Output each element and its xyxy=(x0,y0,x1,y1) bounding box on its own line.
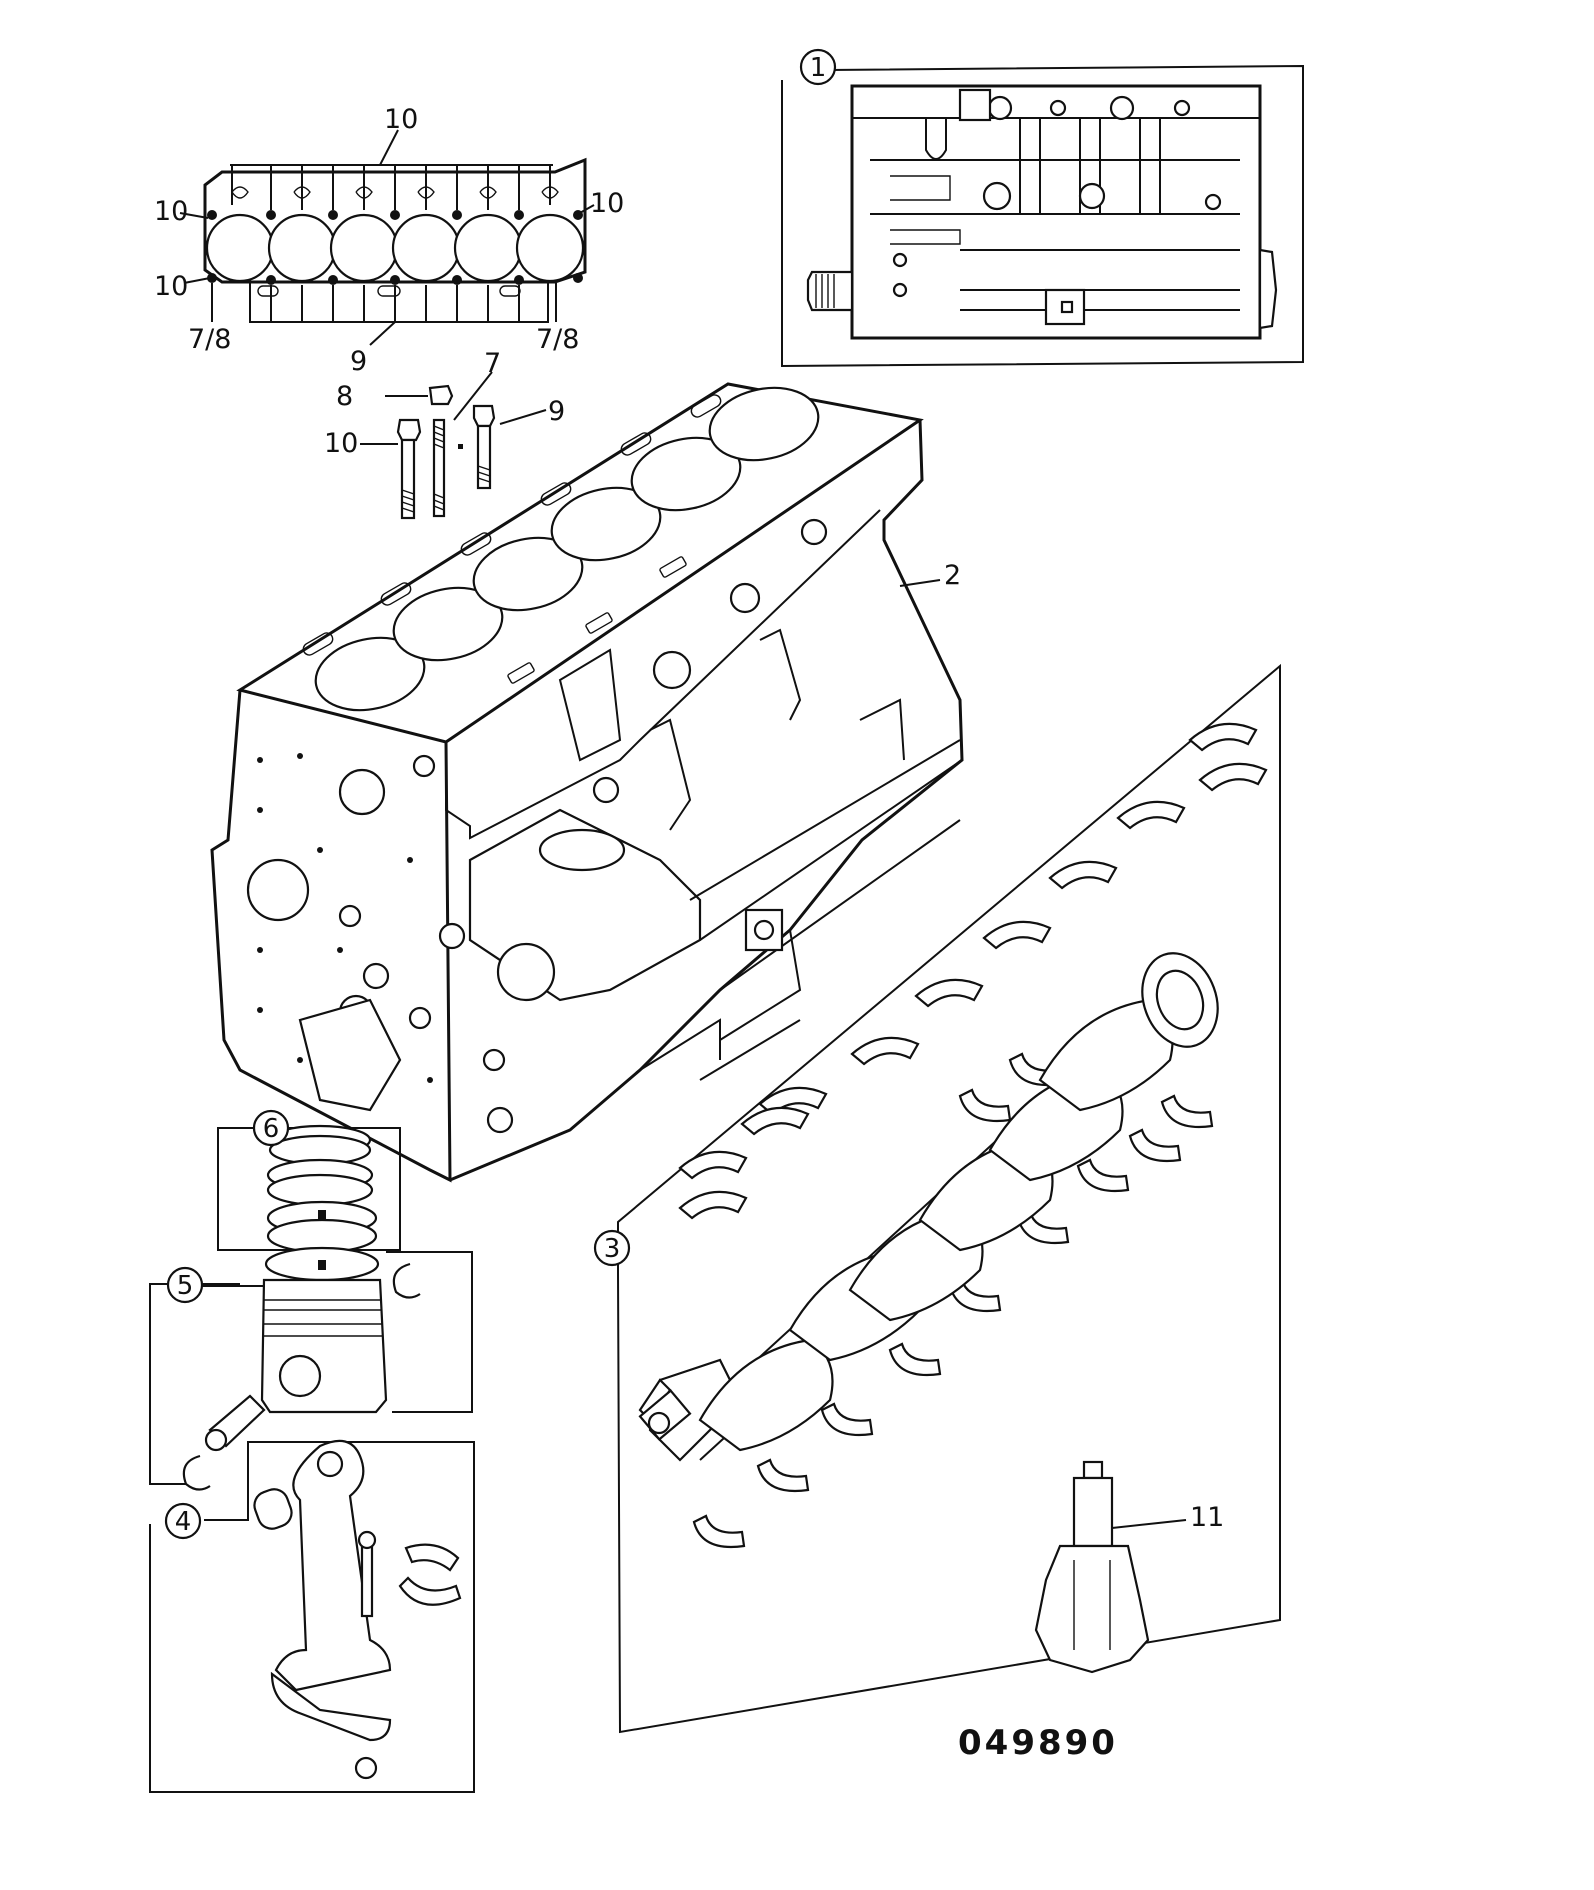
crankshaft xyxy=(638,952,1219,1462)
item-circle-6 xyxy=(252,1109,290,1147)
connecting-rod-box xyxy=(149,1439,475,1793)
item-circle-1-label: 1 xyxy=(810,53,827,83)
block-bores xyxy=(314,386,820,712)
item-circle-3-label: 3 xyxy=(604,1234,621,1264)
callout-gasket-bottom-right: 7/8 xyxy=(536,324,579,355)
callout-nut: 8 xyxy=(336,381,353,412)
gasket-bores xyxy=(205,213,585,283)
piston-box xyxy=(149,1251,473,1491)
drawing-number: 049890 xyxy=(958,1723,1118,1763)
item-circle-5 xyxy=(166,1266,204,1304)
side-details xyxy=(468,518,963,1081)
callout-block: 2 xyxy=(944,560,961,591)
item-circle-3 xyxy=(593,1229,631,1267)
callout-oil-pump: 11 xyxy=(1190,1502,1224,1533)
item-circle-4 xyxy=(164,1502,202,1540)
head-gasket xyxy=(179,129,595,346)
item-circle-4-label: 4 xyxy=(175,1507,192,1537)
front-face-details xyxy=(246,753,514,1134)
oil-pump xyxy=(1034,1460,1150,1674)
cylinder-block xyxy=(210,382,964,1183)
deck-slots xyxy=(302,394,722,684)
short-engine-box xyxy=(781,64,1304,368)
callout-gasket-right: 10 xyxy=(590,188,624,219)
main-bearing-shells xyxy=(678,722,1268,1220)
piston-rings-box xyxy=(217,1124,401,1282)
item-circle-1 xyxy=(799,48,837,86)
item-circle-6-label: 6 xyxy=(263,1114,280,1144)
callout-gasket-bottom-center: 9 xyxy=(350,346,367,377)
callout-gasket-top: 10 xyxy=(384,104,418,135)
head-bolts xyxy=(360,371,547,520)
crankshaft-panel xyxy=(617,663,1281,1734)
callout-stud: 7 xyxy=(484,348,501,379)
callout-bolt-long: 10 xyxy=(324,428,358,459)
callout-bolt-short: 9 xyxy=(548,396,565,427)
item-circle-5-label: 5 xyxy=(177,1271,194,1301)
leader-block xyxy=(899,579,941,587)
gasket-bolt-holes xyxy=(207,210,583,285)
callout-gasket-bottom-left: 7/8 xyxy=(188,324,231,355)
leader-oil-pump xyxy=(1111,1519,1187,1529)
lower-bearing-shells xyxy=(692,1052,1214,1548)
callout-gasket-left-lower: 10 xyxy=(154,271,188,302)
callout-gasket-left-upper: 10 xyxy=(154,196,188,227)
